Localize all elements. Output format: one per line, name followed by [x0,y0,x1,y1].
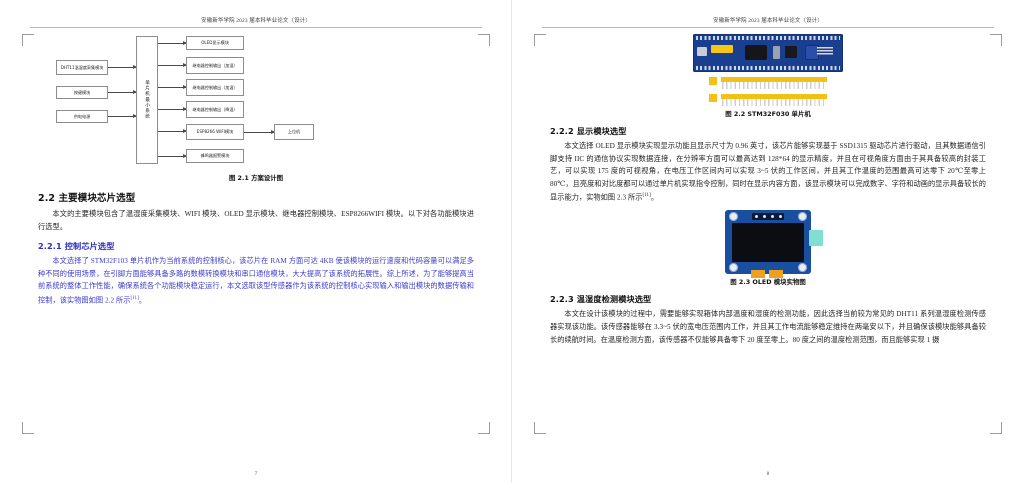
pcb-yellow-header [711,45,733,53]
pin-header-strip-1 [709,77,827,89]
stm32-board-photo [693,34,843,106]
arrow-mcu-to-relay-humidify [158,63,187,67]
oled-pin-row [752,213,784,221]
paragraph-2-2: 本文的主要模块包含了温湿度采集模块、WIFI 模块、OLED 显示模块、继电器控… [38,210,474,231]
arrow-button-to-mcu [108,90,137,94]
paragraph-2-2-3: 本文在设计该模块的过程中，需要能够实现箱体内部温度和湿度的检测功能，因此选择当前… [550,310,986,344]
diagram-output-buzzer: 蜂鸣器报警模块 [186,149,244,163]
pcb-secondary-ic [785,46,797,58]
page-right: 安徽新华学院 2023 届本科毕业论文（设计） [512,0,1024,483]
paragraph-2-2-2: 本文选择 OLED 显示模块实现显示功能且显示尺寸为 0.96 英寸，该芯片能够… [550,140,986,204]
diagram-output-relay-humidify: 继电器控制输出（加湿） [186,57,244,74]
arrow-power-to-mcu [108,114,137,118]
pcb-mcu-chip [745,45,767,60]
page-number-right: 8 [766,471,770,477]
diagram-output-relay-cool: 继电器控制输出（降温） [186,101,244,118]
crop-mark-top-left-right-page [534,34,546,46]
oled-pin-scl [770,215,774,219]
arrow-mcu-to-oled [158,41,187,45]
pcb-crystal [773,46,780,59]
oled-pin-vcc [762,215,766,219]
crop-mark-bottom-left-right-page [534,422,546,434]
arrow-mcu-to-relay-cool [158,107,187,111]
diagram-output-relay-heat: 继电器控制输出（加温） [186,79,244,96]
page-number-left: 7 [254,471,258,477]
diagram-output-oled: OLED显示模块 [186,36,244,50]
heading-2-2-1: 2.2.1 控制芯片选型 [38,241,115,252]
header-rule-left [30,27,482,28]
diagram-host-computer: 上位机 [274,124,314,140]
paragraph-2-2-2-text: 本文选择 OLED 显示模块实现显示功能且显示尺寸为 0.96 英寸，该芯片能够… [550,142,986,202]
diagram-input-power: 供电电源 [56,110,108,123]
pin-header-bar-2 [721,94,827,99]
pin-header-bar-1 [721,77,827,82]
diagram-output-esp8266-wifi: ESP8266 WIFI模块 [186,124,244,140]
heading-2-2-3: 2.2.3 温湿度检测模块选型 [550,294,652,305]
figure-2-2-caption: 图 2.2 STM32F030 单片机 [725,110,811,118]
arrow-mcu-to-relay-heat [158,85,187,89]
crop-mark-top-left [22,34,34,46]
figure-2-1-caption: 图 2.1 方案设计图 [228,174,284,182]
oled-module [725,210,823,279]
oled-screen [732,223,804,263]
heading-2-2-2: 2.2.2 显示模块选型 [550,126,627,136]
pin-header-teeth-1 [722,82,826,89]
running-header-right: 安徽新华学院 2023 届本科毕业论文（设计） [713,18,823,24]
pcb-bottom-pin-rail [696,66,840,70]
pin-header-teeth-2 [722,99,826,106]
pcb-usb-connector [697,47,707,56]
block-diagram: DHT11温湿度采集模块 按键模块 供电电源 单片机最小系统 [38,32,474,170]
oled-pin-gnd [754,215,758,219]
oled-gold-tab-right [769,270,783,279]
crop-marks-right [534,34,1002,434]
pin-header-tab-2 [709,94,717,102]
diagram-mcu-core: 单片机最小系统 [136,36,158,164]
page-left: 安徽新华学院 2023 届本科毕业论文（设计） DHT11温湿度采集模块 按键模… [22,18,490,477]
heading-2-2: 2.2 主要模块芯片选型 [38,193,136,204]
crop-mark-bottom-right-right-page [990,422,1002,434]
oled-mount-hole-br [798,263,807,273]
page-left-body: DHT11温湿度采集模块 按键模块 供电电源 单片机最小系统 [30,32,482,307]
figure-2-1: DHT11温湿度采集模块 按键模块 供电电源 单片机最小系统 [38,32,474,182]
crop-marks-left [22,34,490,434]
figure-2-2-image [550,34,986,106]
oled-mount-hole-bl [729,263,738,273]
pin-header-strip-2 [709,94,827,106]
crop-mark-top-right-right-page [990,34,1002,46]
figure-2-3-image [550,210,986,279]
running-header-left: 安徽新华学院 2023 届本科毕业论文（设计） [201,18,311,24]
pin-header-tab-1 [709,77,717,85]
diagram-input-dht11: DHT11温湿度采集模块 [56,60,108,75]
arrow-wifi-to-host [244,130,275,134]
reference-mark-11-left: [11] [130,295,139,301]
oled-mount-hole-tr [798,212,807,222]
pcb-top-pin-rail [696,36,840,40]
reference-mark-11-right: [11] [642,193,651,199]
oled-flex-cable [809,230,823,247]
page-right-body: 图 2.2 STM32F030 单片机 2.2.2 显示模块选型 本文选择 OL… [542,34,994,346]
paragraph-2-2-1: 本文选择了 STM32F103 单片机作为当前系统的控制核心，该芯片在 RAM … [38,255,474,307]
oled-gold-tab-left [751,270,765,279]
arrow-mcu-to-buzzer [158,154,187,158]
arrow-mcu-to-wifi [158,129,187,133]
oled-pin-sda [778,215,782,219]
pcb-side-pins [817,47,833,56]
paragraph-2-2-1-text: 本文选择了 STM32F103 单片机作为当前系统的控制核心，该芯片在 RAM … [38,257,474,305]
paragraph-2-2-1-tail: 。 [138,296,147,305]
paragraph-2-2-2-tail: 。 [650,193,659,202]
oled-mount-hole-tl [729,212,738,222]
stm32-pcb [693,34,843,72]
diagram-input-button: 按键模块 [56,86,108,99]
header-rule-right [542,27,994,28]
crop-mark-bottom-left [22,422,34,434]
figure-2-3-caption: 图 2.3 OLED 模块实物图 [730,278,806,287]
arrow-dht11-to-mcu [108,65,137,69]
crop-mark-bottom-right [478,422,490,434]
crop-mark-top-right [478,34,490,46]
oled-module-photo [725,210,823,279]
